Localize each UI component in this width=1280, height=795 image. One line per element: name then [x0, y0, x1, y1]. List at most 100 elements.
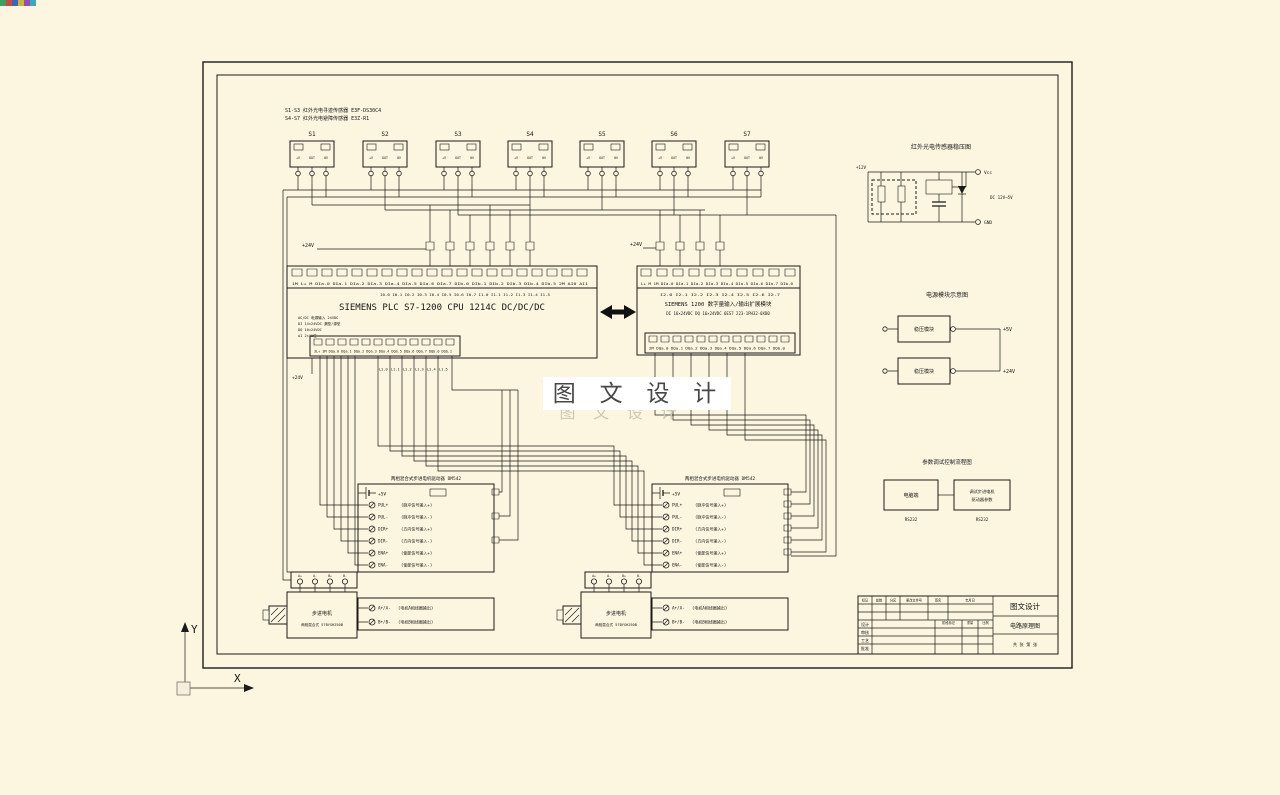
driver1-resistor: [429, 488, 447, 497]
axis-x-label: X: [234, 672, 241, 685]
tb-sheet-label: 共 张 第 张: [1013, 641, 1038, 648]
driver1-out-desc: (电机A相线圈输出): [398, 605, 433, 611]
plc-bottom-terminal-squares: [313, 338, 455, 346]
plc-spec-line4: AI 2×10位: [298, 333, 317, 338]
plc-out-label-3: L1.3: [415, 368, 424, 372]
stepper-motor-2: 步进电机 两相混合式 57BYGH250B: [556, 591, 652, 639]
driver2-vcc-wire: [652, 487, 670, 499]
driver1-out-pin: B+/B-: [378, 620, 391, 625]
driver2-out-pin: B+/B-: [672, 620, 685, 625]
debug-left-block: [883, 479, 939, 511]
driver2-row-pin: PUL+: [672, 503, 683, 508]
driver2-body: [651, 483, 789, 573]
plc-spec-line3: DQ 10×24VDC: [298, 328, 322, 332]
driver1-row-desc: (方向信号输入-): [401, 538, 432, 544]
driver1-out-pin: A+/A-: [378, 606, 391, 611]
tb-header-col: 分区: [890, 598, 897, 603]
title-block-grid: [858, 596, 1058, 654]
stepper-driver-1: 两相混合式步进电机驱动器 DM542 +5V PUL+ (脉冲信号输入+) PU…: [290, 475, 495, 631]
driver1-strip-terminal: [296, 578, 303, 585]
wire-power-rails: [283, 189, 761, 198]
debug-left-caption: RS232: [905, 517, 918, 522]
driver1-row-desc: (方向信号输入+): [401, 526, 432, 532]
plc-title: SIEMENS PLC S7-1200 CPU 1214C DC/DC/DC: [339, 303, 545, 313]
sensor-notes: S1-S3 红外光电寻迹传感器 E3F-DS30C4 S4-S7 红外光电避障传…: [285, 107, 381, 122]
wire-expansion-input-drops: [659, 210, 721, 266]
sensor-row: S1 S2 S3 S4 S5 S6 S7: [289, 131, 770, 177]
debug-right-line2: 驱动器参数: [972, 496, 994, 503]
driver2-strip-terminal: [621, 578, 628, 585]
sensor-label-s4: S4: [526, 131, 534, 138]
tb-header-col: 更改文件号: [906, 598, 922, 603]
wire-power-feeders: [311, 247, 656, 374]
power-block-1-in-terminal: [882, 326, 888, 332]
sensor-note-line1: S1-S3 红外光电寻迹传感器 E3F-DS30C4: [285, 107, 381, 114]
tb-header-col: 处数: [876, 598, 883, 603]
power-block-1-terminal-label: +5V: [1003, 327, 1012, 333]
frame-inner-border: [216, 74, 1059, 655]
plc-out-label-5: L1.5: [439, 368, 448, 372]
title-block-border: [857, 595, 1059, 655]
regulator-note: DC 12V→5V: [990, 195, 1013, 200]
plc-power-top-label: +24V: [302, 243, 314, 249]
driver2-strip-terminal: [591, 578, 598, 585]
plc-expansion-arrow: [600, 305, 636, 319]
driver1-row-desc: (脉冲信号输入-): [401, 514, 432, 520]
driver2-strip-label: B-: [637, 574, 641, 578]
resistor-symbol: [877, 185, 886, 203]
expansion-channel-labels: I2.0 I2.1 I2.2 I2.3 I2.4 I2.5 I2.6 I2.7: [660, 293, 780, 297]
driver2-out-pin: A+/A-: [672, 606, 685, 611]
power-block-2-terminal-label: +24V: [1003, 369, 1015, 375]
tb-row-label: 审核: [861, 629, 869, 635]
tb-scale-label: 比例: [982, 620, 988, 625]
regulator-title: 红外光电传感器稳压图: [911, 143, 971, 151]
power-module-wires: [888, 328, 1001, 372]
axis-y-arrowhead: [181, 622, 189, 632]
driver2-strip-label: A-: [607, 574, 611, 578]
sensor-label-s6: S6: [670, 131, 678, 138]
diode-symbol: [958, 186, 966, 194]
wire-plc-to-driver1: [319, 356, 368, 566]
driver2-row-desc: (脉冲信号输入-): [695, 514, 726, 520]
driver1-strip-terminal: [326, 578, 333, 585]
plc-top-terminal-labels: 1M L+ M DIa.0 DIa.1 DIa.2 DIa.3 DIa.4 DI…: [292, 282, 588, 286]
driver1-strip-label: B+: [328, 574, 332, 578]
driver1-body: [357, 483, 495, 573]
motor2-label: 步进电机: [606, 610, 626, 617]
corner-pixel: [0, 0, 6, 6]
driver2-strip-label: B+: [622, 574, 626, 578]
wire-sensor-out-drops: [311, 167, 748, 215]
debug-left-label: 电脑端: [903, 492, 918, 499]
plc-bottom-terminal-strip: [309, 335, 461, 357]
plc-module: +24V 1M L+ M DIa.0 DIa.1 DIa.2 DIa.3 DIa…: [286, 243, 598, 381]
driver1-row-desc: (使能信号输入-): [401, 562, 432, 568]
driver1-row-pin: PUL+: [378, 503, 389, 508]
driver2-row-pin: PUL-: [672, 515, 682, 520]
wiring: [282, 167, 837, 623]
driver1-output-box: [357, 597, 495, 631]
regulator-capacitor: [932, 201, 946, 207]
motor1-model: 两相混合式 57BYGH250B: [301, 622, 343, 627]
driver1-row-desc: (脉冲信号输入+): [401, 502, 432, 508]
sensor-label-s1: S1: [308, 131, 316, 138]
driver1-strip-label: A-: [313, 574, 317, 578]
expansion-top-terminal-squares: [640, 268, 796, 277]
power-block-1-terminal: [950, 326, 956, 332]
title-block: 标记 处数 分区 更改文件号 签名 年月日 设计 审核 工艺 批准 阶段标记 重…: [857, 595, 1059, 655]
driver1-vcc-label: +5V: [378, 492, 386, 498]
power-block-2-terminal: [950, 368, 956, 374]
corner-pixel: [18, 0, 24, 6]
expansion-bottom-terminal-squares: [648, 335, 790, 343]
plc-spec-line1: AC/DC 电源输入 24VDC: [298, 315, 338, 320]
tb-company: 图文设计: [1010, 601, 1040, 611]
tb-weight-label: 重量: [967, 620, 974, 625]
tb-row-label: 批准: [861, 645, 869, 651]
expansion-body: [636, 287, 801, 356]
driver2-row-pin: DIR-: [672, 539, 682, 544]
driver2-row-desc: (使能信号输入-): [695, 562, 726, 568]
wire-expansion-to-driver2: [654, 353, 827, 553]
driver2-strip-label: A+: [592, 574, 596, 578]
plc-channel-labels: I0.0 I0.1 I0.2 I0.3 I0.4 I0.5 I0.6 I0.7 …: [380, 293, 550, 297]
tb-row-label: 工艺: [861, 638, 869, 643]
